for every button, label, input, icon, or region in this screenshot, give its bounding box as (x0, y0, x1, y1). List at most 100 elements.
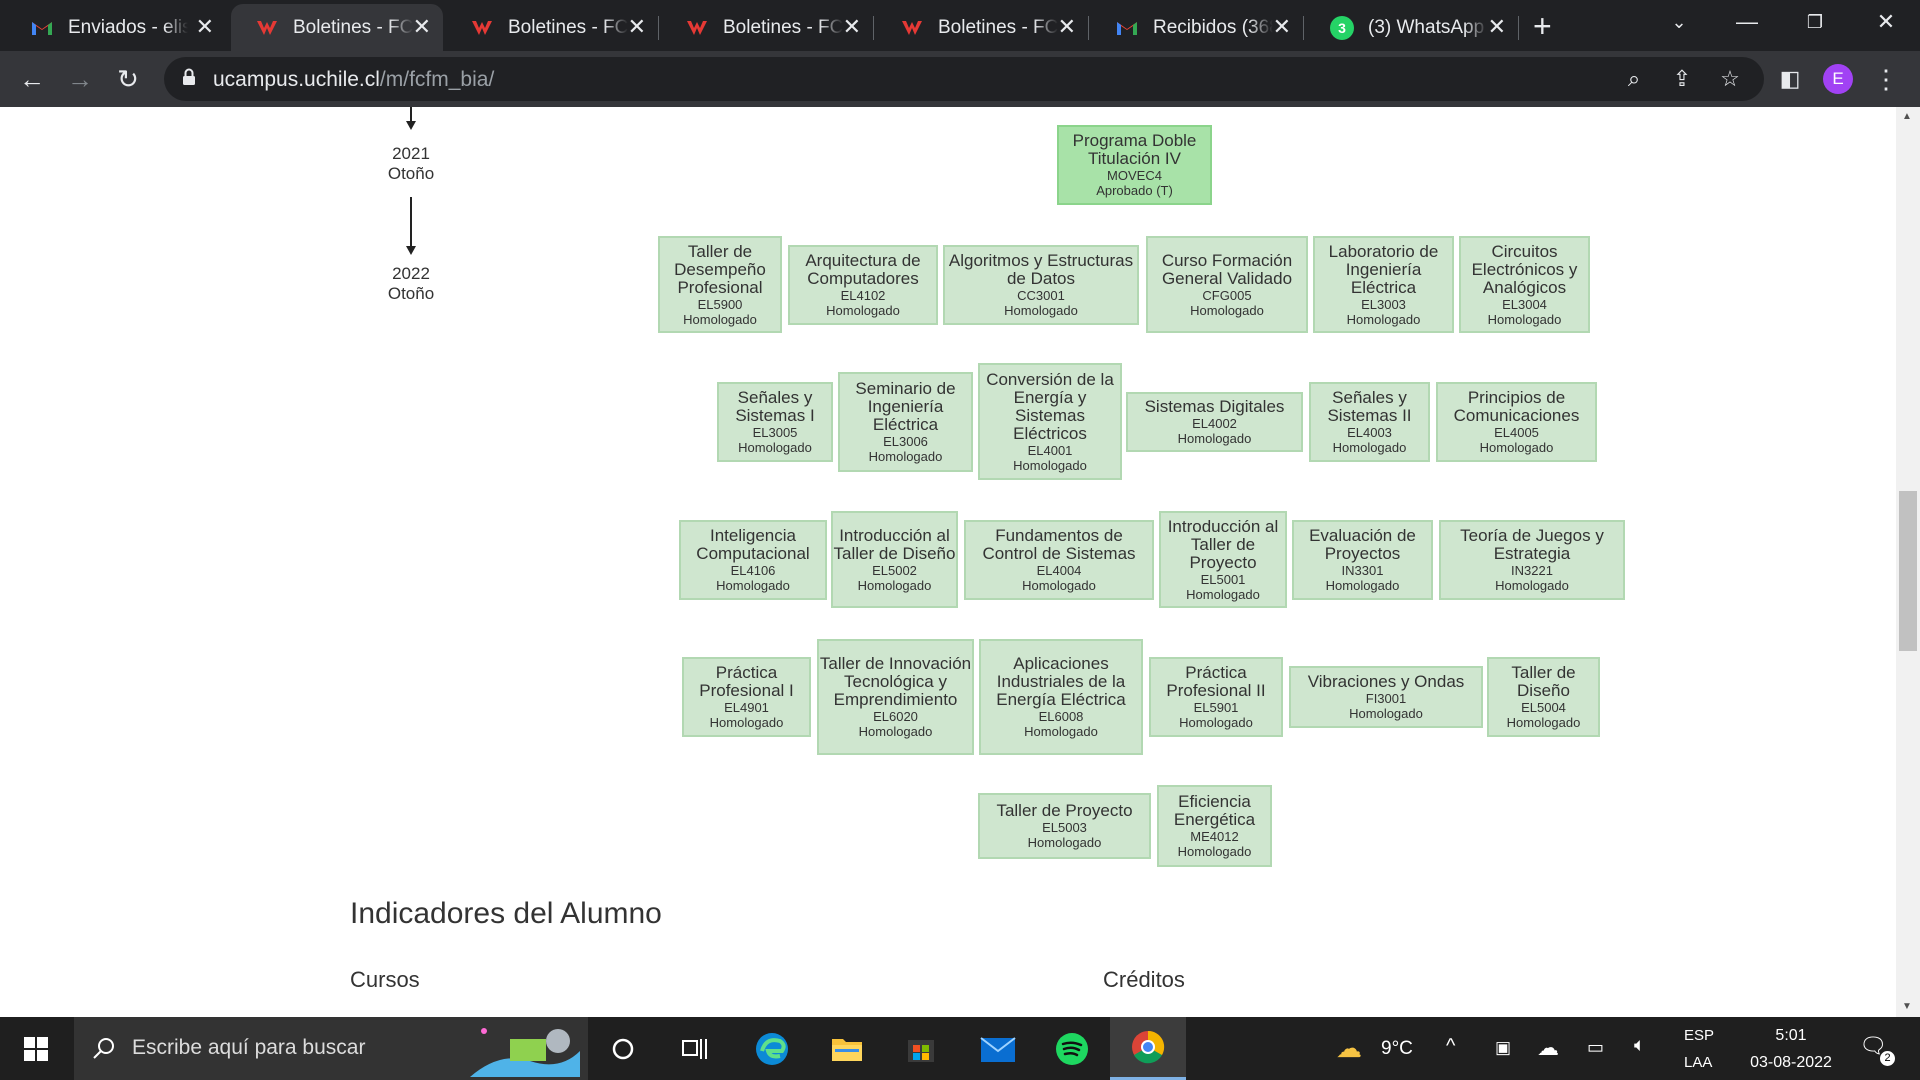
year-label: 2022 (392, 264, 430, 283)
weather-temp[interactable]: 9°C (1381, 1038, 1413, 1059)
close-window-icon[interactable]: ✕ (1876, 9, 1896, 34)
page-scrollbar[interactable]: ▲ ▼ (1896, 107, 1920, 1017)
windows-start-icon[interactable] (14, 1029, 58, 1069)
url-path: /m/fcfm_bia/ (379, 68, 495, 91)
restore-icon[interactable]: ❐ (1806, 12, 1824, 32)
weather-icon[interactable]: ☁ (1336, 1033, 1362, 1063)
close-tab-icon[interactable]: ✕ (1272, 14, 1291, 39)
side-panel-icon[interactable]: ◧ (1779, 66, 1801, 91)
close-tab-icon[interactable]: ✕ (627, 14, 646, 39)
forward-icon[interactable]: → (67, 64, 93, 94)
lock-icon[interactable] (182, 68, 196, 86)
mail-icon[interactable] (976, 1029, 1020, 1069)
show-hidden-icons-chevron-icon[interactable]: ^ (1446, 1035, 1456, 1057)
course-card[interactable]: Taller de Innovación Tecnológica y Empre… (817, 639, 974, 755)
menu-kebab-icon[interactable]: ⋮ (1873, 64, 1899, 94)
course-status: Homologado (1349, 706, 1423, 721)
tab-whatsapp[interactable]: 3 (3) WhatsApp ✕ (1306, 4, 1518, 51)
share-icon[interactable]: ⇪ (1672, 66, 1692, 91)
profile-avatar[interactable]: E (1823, 64, 1853, 94)
edge-icon[interactable] (750, 1029, 794, 1069)
tab-boletines[interactable]: Boletines - FCFM ✕ (661, 4, 873, 51)
onedrive-icon[interactable]: ☁ (1537, 1035, 1559, 1060)
course-code: EL5901 (1193, 700, 1239, 715)
microsoft-store-icon[interactable] (899, 1029, 943, 1069)
tab-enviados[interactable]: Enviados - elisa ✕ (6, 4, 226, 51)
clock-date[interactable]: 03-08-2022 (1750, 1054, 1832, 1071)
input-language-bottom[interactable]: LAA (1684, 1054, 1713, 1071)
close-tab-icon[interactable]: ✕ (195, 14, 214, 39)
meet-now-icon[interactable]: ▣ (1495, 1038, 1512, 1057)
course-name: Introducción al Taller de Proyecto (1167, 516, 1279, 572)
cortana-icon[interactable] (601, 1029, 645, 1069)
ucampus-icon (685, 16, 709, 40)
page-content: 2021 Otoño 2022 Otoño Programa Doble Tit… (0, 107, 1896, 1017)
course-status: Homologado (1024, 724, 1098, 739)
close-tab-icon[interactable]: ✕ (412, 14, 431, 39)
minimize-icon[interactable]: — (1736, 9, 1758, 34)
course-card[interactable]: Conversión de la Energía y Sistemas Eléc… (978, 363, 1122, 480)
input-language-top[interactable]: ESP (1684, 1027, 1715, 1044)
back-icon[interactable]: ← (19, 64, 45, 94)
close-tab-icon[interactable]: ✕ (1487, 14, 1506, 39)
ucampus-icon (255, 16, 279, 40)
tab-recibidos[interactable]: Recibidos (368) ✕ (1091, 4, 1303, 51)
course-code: FI3001 (1365, 691, 1407, 706)
tab-boletines[interactable]: Boletines - FCFM ✕ (446, 4, 658, 51)
battery-icon[interactable]: ▭ (1587, 1037, 1605, 1057)
spotify-icon[interactable] (1050, 1029, 1094, 1069)
tab-search-chevron-icon[interactable]: ⌄ (1671, 12, 1687, 32)
tab-boletines-active[interactable]: Boletines - FCFM ✕ (231, 4, 443, 51)
timeline-arrow (410, 197, 412, 247)
notification-count-badge: 2 (1880, 1051, 1895, 1066)
tab-boletines[interactable]: Boletines - FCFM ✕ (876, 4, 1088, 51)
address-bar[interactable]: ucampus.uchile.cl/m/fcfm_bia/ ⌕ ⇪ ☆ (164, 57, 1764, 101)
bookmark-star-icon[interactable]: ☆ (1720, 66, 1740, 91)
course-name: Arquitectura de Computadores (805, 251, 921, 288)
course-code: EL4002 (1192, 416, 1237, 431)
task-view-icon[interactable] (673, 1029, 717, 1069)
volume-icon[interactable]: 🔈︎ (1634, 1035, 1646, 1056)
reload-icon[interactable]: ↻ (117, 64, 139, 94)
taskbar-search-box[interactable]: Escribe aquí para buscar (74, 1017, 588, 1080)
chrome-taskbar-icon[interactable] (1110, 1017, 1186, 1080)
zoom-icon[interactable]: ⌕ (1627, 66, 1641, 91)
file-explorer-icon[interactable] (825, 1029, 869, 1069)
scroll-up-arrow-icon[interactable]: ▲ (1902, 111, 1912, 122)
clock-time[interactable]: 5:01 (1775, 1027, 1807, 1044)
course-name: Curso Formación General Validado (1161, 250, 1293, 288)
close-tab-icon[interactable]: ✕ (1057, 14, 1076, 39)
term-label: Otoño (387, 284, 435, 303)
scrollbar-thumb[interactable] (1899, 491, 1917, 651)
course-card[interactable]: Aplicaciones Industriales de la Energía … (979, 639, 1143, 755)
close-tab-icon[interactable]: ✕ (842, 14, 861, 39)
scroll-down-arrow-icon[interactable]: ▼ (1902, 1001, 1912, 1012)
new-tab-icon[interactable]: + (1533, 8, 1552, 44)
url-text[interactable]: ucampus.uchile.cl/m/fcfm_bia/ (213, 68, 494, 92)
course-status: Homologado (1004, 303, 1078, 318)
